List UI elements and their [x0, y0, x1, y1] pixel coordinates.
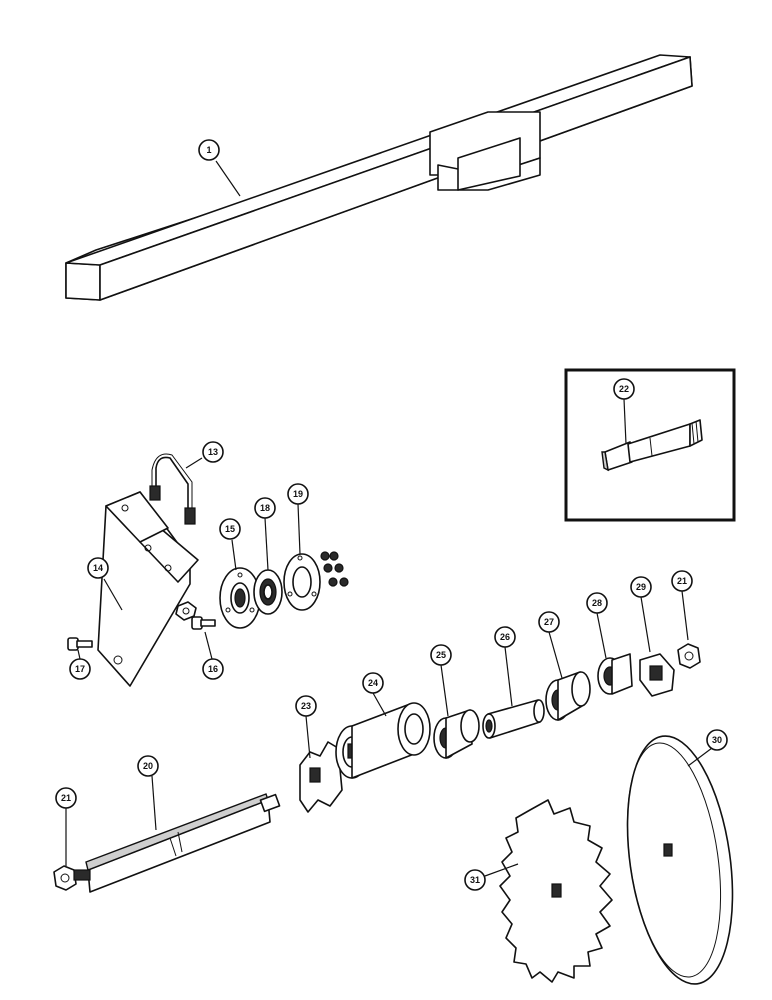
spool-part	[335, 702, 431, 779]
notched-disc-part	[499, 799, 613, 983]
svg-text:13: 13	[208, 447, 218, 457]
callout-26: 26	[494, 626, 516, 648]
callout-21b: 21	[671, 570, 693, 592]
svg-text:27: 27	[544, 617, 554, 627]
leader-lines	[65, 160, 713, 877]
callout-15: 15	[219, 518, 241, 540]
svg-text:19: 19	[293, 489, 303, 499]
svg-text:25: 25	[436, 650, 446, 660]
svg-text:28: 28	[592, 598, 602, 608]
square-washer-part	[639, 653, 675, 697]
plain-disc-part	[626, 735, 734, 985]
u-bolt-part	[149, 453, 196, 525]
callout-17: 17	[69, 658, 91, 680]
spacer-tube-part	[482, 699, 545, 739]
flange-part-15	[219, 567, 261, 629]
svg-text:21: 21	[677, 576, 687, 586]
svg-text:20: 20	[143, 761, 153, 771]
callout-31: 31	[464, 869, 486, 891]
callout-16: 16	[202, 658, 224, 680]
callout-27: 27	[538, 611, 560, 633]
callout-29: 29	[630, 576, 652, 598]
bearing-part-18	[253, 569, 283, 615]
svg-text:18: 18	[260, 503, 270, 513]
svg-text:16: 16	[208, 664, 218, 674]
callout-18: 18	[254, 497, 276, 519]
callout-28: 28	[586, 592, 608, 614]
spool-plate-part	[299, 741, 343, 813]
nuts-group	[320, 551, 349, 587]
bolt-part-17	[67, 637, 93, 651]
svg-text:21: 21	[61, 793, 71, 803]
bushing-part-25	[433, 709, 480, 759]
axle-part	[85, 793, 281, 893]
callout-19: 19	[287, 483, 309, 505]
svg-text:14: 14	[93, 563, 103, 573]
svg-text:22: 22	[619, 384, 629, 394]
svg-text:23: 23	[301, 701, 311, 711]
callout-23: 23	[295, 695, 317, 717]
callout-24: 24	[362, 672, 384, 694]
bolt-part-16	[191, 616, 216, 630]
svg-text:24: 24	[368, 678, 378, 688]
callout-1: 1	[198, 139, 220, 161]
svg-text:1: 1	[206, 145, 211, 155]
svg-text:30: 30	[712, 735, 722, 745]
end-cap-part	[597, 653, 633, 695]
square-bolt-part	[601, 419, 703, 472]
svg-text:15: 15	[225, 524, 235, 534]
svg-text:26: 26	[500, 632, 510, 642]
callout-25: 25	[430, 644, 452, 666]
callout-13: 13	[202, 441, 224, 463]
flange-part-19	[283, 553, 321, 611]
nut-part	[175, 601, 197, 621]
beam-part	[65, 54, 693, 301]
callout-20: 20	[137, 755, 159, 777]
svg-text:31: 31	[470, 875, 480, 885]
nut-part-21b	[677, 643, 701, 669]
inset-box	[564, 368, 736, 522]
nut-part-21a	[53, 865, 91, 891]
bushing-part-27	[545, 671, 591, 721]
svg-text:29: 29	[636, 582, 646, 592]
bracket-part	[97, 491, 199, 687]
callout-22: 22	[613, 378, 635, 400]
callout-30: 30	[706, 729, 728, 751]
svg-text:17: 17	[75, 664, 85, 674]
callout-14: 14	[87, 557, 109, 579]
callout-21a: 21	[55, 787, 77, 809]
